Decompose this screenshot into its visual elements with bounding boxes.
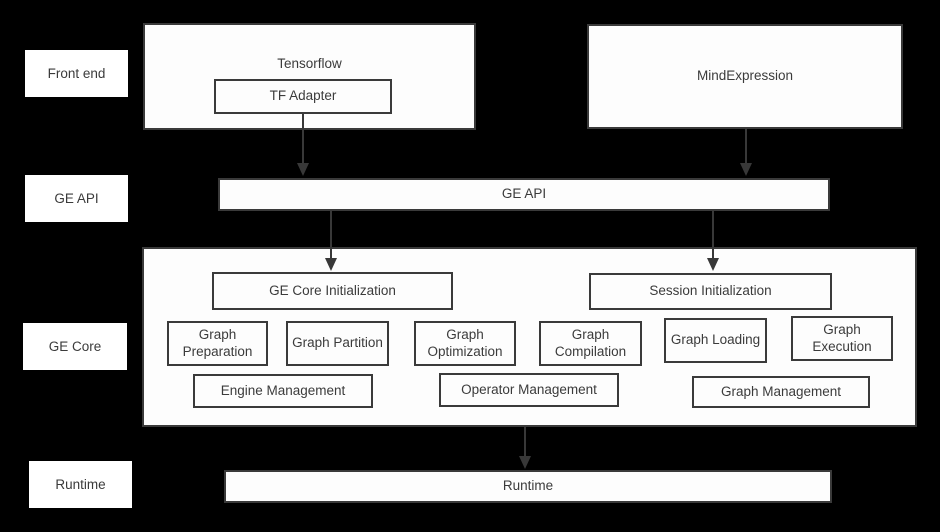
arrow-head-icon xyxy=(297,163,309,176)
arrow-line xyxy=(745,129,747,164)
node-tensorflow: Tensorflow TF Adapter xyxy=(143,23,476,130)
arrow-head-icon xyxy=(707,258,719,271)
node-graph-loading: Graph Loading xyxy=(664,318,767,363)
node-graph-execution: Graph Execution xyxy=(791,316,893,361)
node-tf-adapter: TF Adapter xyxy=(214,79,392,114)
arrow-head-icon xyxy=(325,258,337,271)
node-graph-compilation: Graph Compilation xyxy=(539,321,642,366)
row-label-ge-core: GE Core xyxy=(23,323,127,370)
arrow-line xyxy=(330,211,332,259)
node-graph-partition: Graph Partition xyxy=(286,321,389,366)
row-label-ge-api: GE API xyxy=(25,175,128,222)
node-graph-preparation: Graph Preparation xyxy=(167,321,268,366)
arrow-head-icon xyxy=(519,456,531,469)
node-session-initialization: Session Initialization xyxy=(589,273,832,310)
arrow-line xyxy=(302,114,304,164)
arrow-head-icon xyxy=(740,163,752,176)
node-engine-management: Engine Management xyxy=(193,374,373,408)
node-operator-management: Operator Management xyxy=(439,373,619,407)
node-graph-optimization: Graph Optimization xyxy=(414,321,516,366)
node-ge-core-container: GE Core Initialization Session Initializ… xyxy=(142,247,917,427)
node-ge-core-initialization: GE Core Initialization xyxy=(212,272,453,310)
node-mindexpression: MindExpression xyxy=(587,24,903,129)
node-graph-management: Graph Management xyxy=(692,376,870,408)
node-tensorflow-title: Tensorflow xyxy=(277,56,342,71)
row-label-runtime: Runtime xyxy=(29,461,132,508)
arrow-line xyxy=(524,427,526,457)
arrow-line xyxy=(712,211,714,259)
node-ge-api: GE API xyxy=(218,178,830,211)
row-label-front-end: Front end xyxy=(25,50,128,97)
node-runtime: Runtime xyxy=(224,470,832,503)
